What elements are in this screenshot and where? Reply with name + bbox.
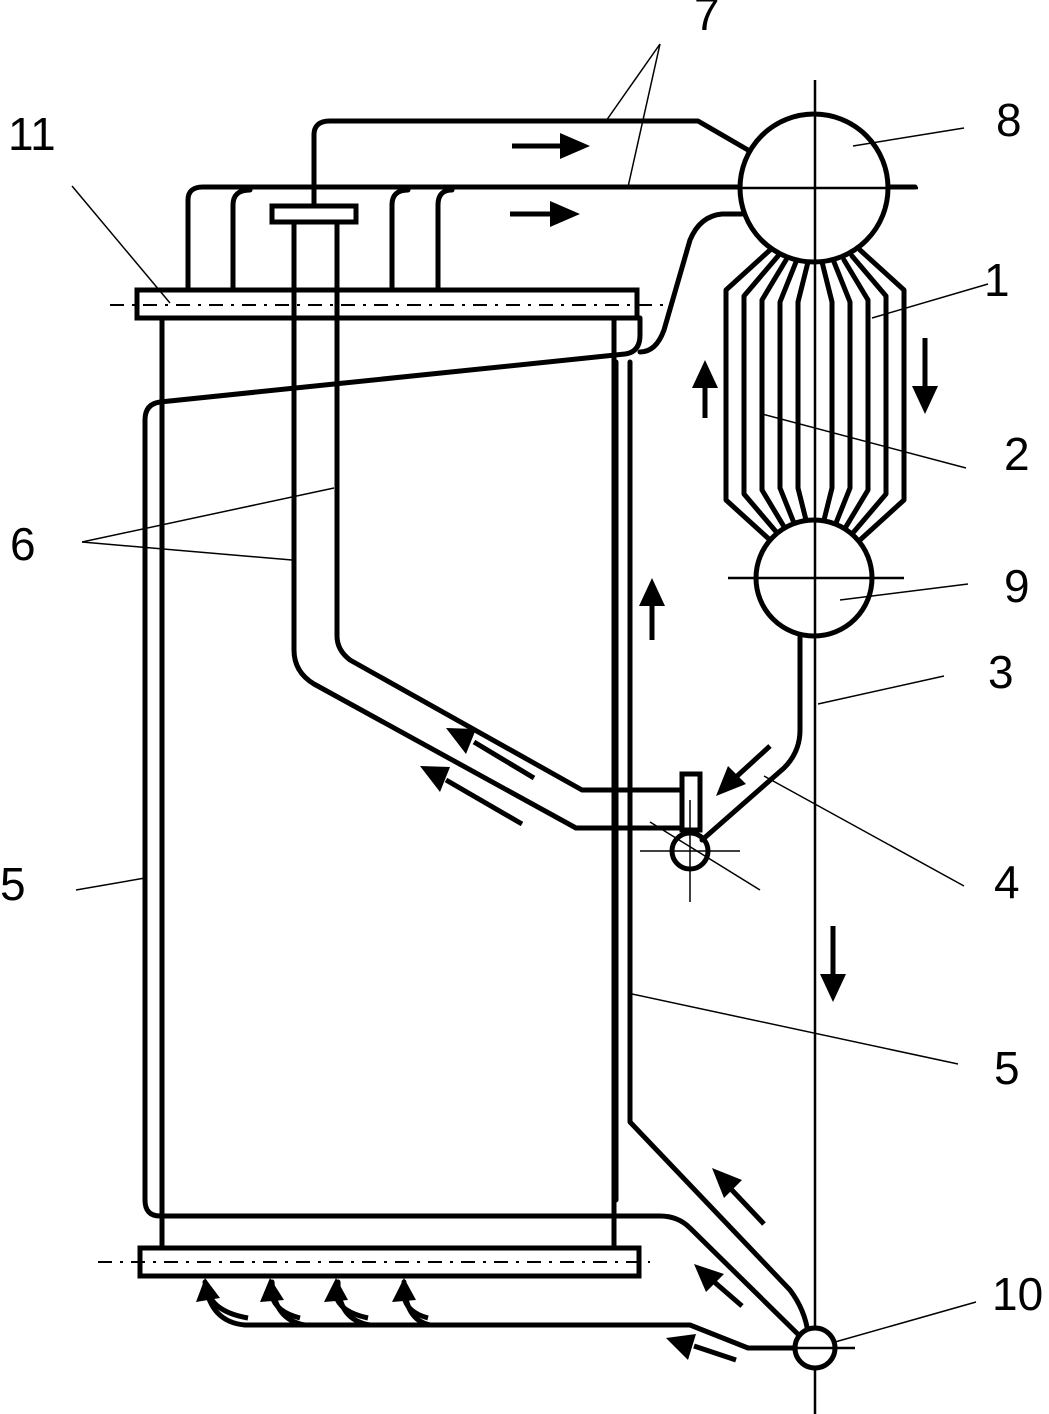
mid-header [640,771,740,902]
feed-pipe [699,631,803,843]
callout-8: 8 [996,94,1022,146]
callout-9: 9 [1004,560,1030,612]
arrow-down-icon [912,338,938,414]
arrow-down-icon [820,926,846,1002]
callout-10: 10 [992,1268,1043,1320]
arrow-right-icon [512,133,590,159]
arrow-left-icon [666,1334,737,1363]
callout-labels: 7 11 8 1 2 6 9 3 5 4 5 10 [0,0,1043,1320]
right-riser-pipe [627,359,811,1336]
callout-4: 4 [994,856,1020,908]
callout-6: 6 [10,518,36,570]
arrow-down-left-icon [716,744,772,796]
furnace-walls [159,315,617,1251]
callout-7: 7 [694,0,720,40]
drum-connection-pipe [637,211,745,355]
header-10 [770,1325,855,1371]
arrow-up-left-icon [446,728,536,781]
arrow-up-left-icon [420,766,524,827]
callout-3: 3 [988,646,1014,698]
left-riser-pipe [142,315,815,1351]
leader-lines [71,43,989,1343]
arrow-up-icon [324,1278,369,1321]
bottom-collector [98,1245,650,1279]
arrow-up-left-icon [712,1168,766,1226]
arrow-up-icon [392,1278,429,1321]
callout-11: 11 [8,108,56,160]
downcomer-pipes [269,203,693,831]
top-collector [110,287,665,321]
arrow-right-icon [510,201,580,227]
tube-bundle [723,247,907,543]
arrow-up-icon [692,360,718,418]
callout-5-left: 5 [0,858,26,910]
flow-arrows [196,133,938,1363]
arrow-up-icon [196,1278,249,1321]
callout-1: 1 [984,254,1010,306]
upper-drum [737,111,918,265]
lower-drum [728,517,904,639]
arrow-up-icon [639,578,665,640]
callout-2: 2 [1004,428,1030,480]
callout-5-right: 5 [994,1042,1020,1094]
arrow-up-icon [260,1278,301,1321]
arrow-up-left-icon [694,1264,744,1308]
